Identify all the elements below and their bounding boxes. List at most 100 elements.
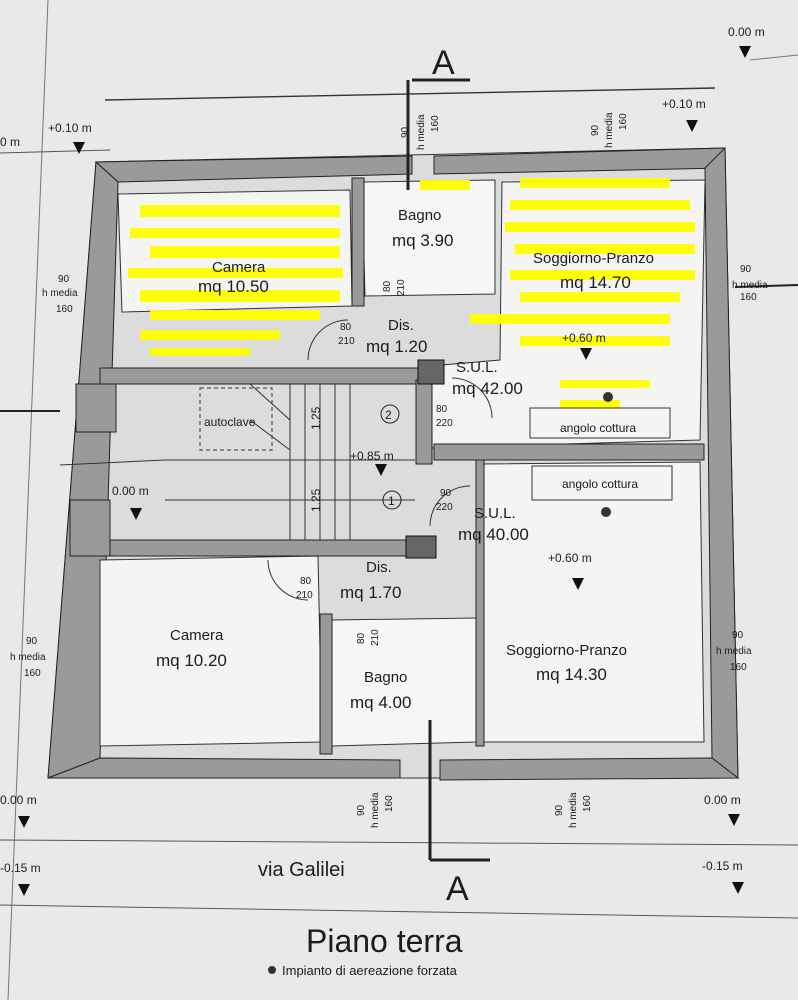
room-upper-kitchen-name: angolo cottura — [560, 421, 636, 435]
datum-line-top — [104, 87, 716, 101]
door-dim-lower-bagno: 80 210 — [356, 629, 381, 646]
door-dim-lower-dis: 80 210 — [296, 576, 313, 601]
svg-text:80: 80 — [436, 404, 448, 415]
svg-text:90: 90 — [590, 124, 601, 136]
room-upper-soggiorno-area: mq 14.70 — [560, 273, 631, 292]
room-upper-soggiorno-name: Soggiorno-Pranzo — [533, 250, 654, 267]
svg-text:90: 90 — [554, 804, 565, 816]
svg-text:h media: h media — [604, 112, 615, 148]
svg-text:h media: h media — [416, 114, 427, 150]
level-upper-living: +0.60 m — [562, 331, 606, 345]
wall-interior-left-pier-2 — [69, 499, 111, 557]
wall-exterior-bottom — [47, 757, 401, 779]
window-dim-right-upper: 90 h media 160 — [732, 264, 768, 303]
level-street-left: -0.15 m — [0, 861, 41, 875]
svg-text:h media: h media — [716, 646, 752, 657]
svg-text:220: 220 — [436, 502, 453, 513]
level-bottom-right: 0.00 m — [704, 793, 741, 807]
room-lower-bagno-name: Bagno — [364, 669, 407, 686]
ventilation-icon-lower — [601, 507, 611, 517]
level-top-left: +0.10 m — [48, 121, 92, 135]
svg-text:h media: h media — [370, 792, 381, 828]
room-lower-dis-area: mq 1.70 — [340, 583, 401, 602]
svg-text:h media: h media — [732, 280, 768, 291]
window-dim-top-left: 90 h media 160 — [400, 114, 441, 150]
sheet-border-right — [749, 54, 798, 61]
kitchen-counter-lower — [531, 465, 673, 501]
wall-exterior-bottom-right — [439, 757, 740, 781]
wall-interior-kitchen-upper — [433, 443, 705, 461]
svg-text:80: 80 — [382, 280, 393, 292]
door-swings — [267, 319, 493, 601]
stair-width-2: 1.25 — [309, 488, 323, 512]
yellow-highlights — [128, 178, 695, 408]
stair-marker-2 — [380, 404, 400, 424]
svg-text:210: 210 — [396, 279, 407, 296]
svg-text:h media: h media — [42, 288, 78, 299]
level-street-right: -0.15 m — [702, 859, 743, 873]
room-upper-bagno-area: mq 3.90 — [392, 231, 453, 250]
room-lower-soggiorno-floor — [479, 461, 705, 743]
wall-interior-mid-upper — [99, 367, 419, 385]
room-lower-camera-name: Camera — [170, 627, 224, 644]
level-left-edge: 0 m — [0, 135, 20, 149]
kitchen-counter-upper — [529, 407, 671, 439]
room-lower-camera-area: mq 10.20 — [156, 651, 227, 670]
svg-text:210: 210 — [370, 629, 381, 646]
autoclave-label: autoclave — [204, 415, 256, 429]
window-dim-left-lower: 90 h media 160 — [10, 636, 46, 679]
level-stair-landing: +0.85 m — [350, 449, 394, 463]
cut-line-right — [734, 284, 798, 288]
svg-text:160: 160 — [56, 304, 73, 315]
svg-text:h media: h media — [568, 792, 579, 828]
room-lower-kitchen-name: angolo cottura — [562, 477, 638, 491]
section-label-top: A — [432, 44, 455, 82]
wall-interior-soggiorno-lower — [475, 459, 485, 747]
svg-text:90: 90 — [732, 630, 744, 641]
svg-text:160: 160 — [24, 668, 41, 679]
window-dim-left-upper: 90 h media 160 — [42, 274, 78, 315]
wall-interior-stair-right — [415, 379, 433, 465]
svg-text:80: 80 — [300, 576, 312, 587]
room-upper-sul-area: mq 42.00 — [452, 379, 523, 398]
door-dim-upper-bagno: 80 210 — [382, 279, 407, 296]
window-dim-bottom-right: 90 h media 160 — [554, 792, 593, 828]
svg-text:90: 90 — [356, 804, 367, 816]
room-upper-dis-area: mq 1.20 — [366, 337, 427, 356]
window-dim-bottom-left: 90 h media 160 — [356, 792, 395, 828]
section-line-a — [406, 78, 490, 862]
svg-text:80: 80 — [340, 322, 352, 333]
svg-text:160: 160 — [582, 795, 593, 812]
section-label-bottom: A — [446, 870, 469, 908]
svg-text:210: 210 — [338, 336, 355, 347]
street-name: via Galilei — [258, 859, 345, 881]
room-upper-dis-name: Dis. — [388, 317, 414, 334]
svg-text:160: 160 — [430, 115, 441, 132]
wall-interior-bath-upper — [351, 177, 365, 307]
level-markers — [18, 46, 751, 896]
window-dim-top-right: 90 h media 160 — [590, 112, 629, 148]
svg-text:210: 210 — [296, 590, 313, 601]
svg-text:h media: h media — [10, 652, 46, 663]
wall-interior-left-pier — [75, 383, 117, 433]
stair-marker-1-label: 1 — [388, 494, 395, 508]
svg-text:80: 80 — [356, 632, 367, 644]
svg-text:220: 220 — [436, 418, 453, 429]
sheet-border-left — [7, 0, 49, 1000]
datum-line-left — [0, 149, 111, 154]
svg-text:90: 90 — [400, 126, 411, 138]
room-upper-bagno-name: Bagno — [398, 207, 441, 224]
column-upper — [417, 359, 445, 385]
level-top-mid-right: +0.10 m — [662, 97, 706, 111]
wall-interior-bath-lower — [319, 613, 333, 755]
staircase — [59, 383, 415, 540]
stair-marker-1 — [382, 490, 402, 510]
door-dim-stair-upper: 80 220 — [436, 404, 453, 429]
svg-text:90: 90 — [440, 488, 452, 499]
room-lower-soggiorno-area: mq 14.30 — [536, 665, 607, 684]
level-top-right: 0.00 m — [728, 25, 765, 39]
ventilation-icon-upper — [603, 392, 613, 402]
svg-text:90: 90 — [58, 274, 70, 285]
